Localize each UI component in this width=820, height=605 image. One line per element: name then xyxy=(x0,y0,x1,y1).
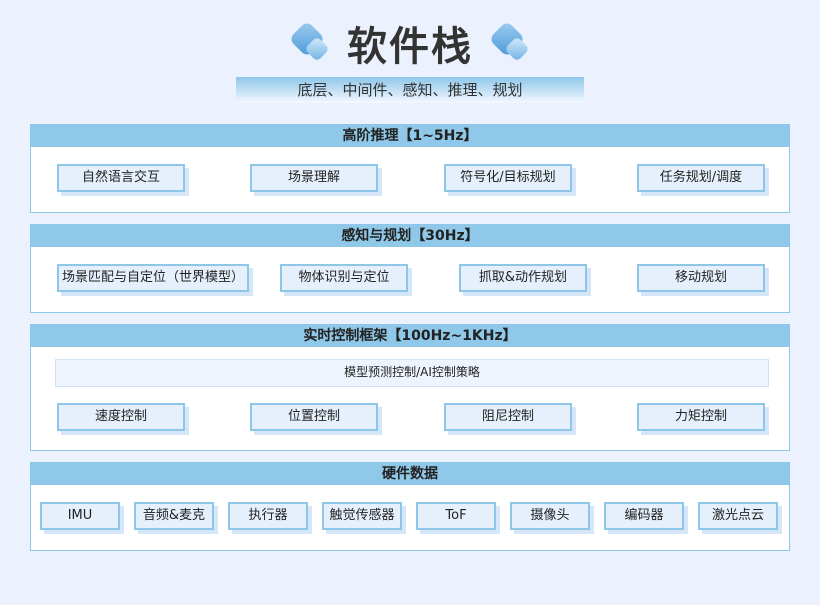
module-box: 移动规划 xyxy=(637,264,765,292)
module-box: 任务规划/调度 xyxy=(637,164,765,192)
hardware-box: 摄像头 xyxy=(510,502,590,530)
hardware-box: 音频&麦克 xyxy=(134,502,214,530)
section-header: 硬件数据 xyxy=(31,463,789,485)
module-box: 力矩控制 xyxy=(637,403,765,431)
module-box: 物体识别与定位 xyxy=(280,264,408,292)
page-title: 软件栈 xyxy=(347,24,473,70)
module-box: 符号化/目标规划 xyxy=(444,164,572,192)
module-box: 阻尼控制 xyxy=(444,403,572,431)
hardware-box: IMU xyxy=(40,502,120,530)
module-box: 场景匹配与自定位（世界模型） xyxy=(57,264,249,292)
module-box: 速度控制 xyxy=(57,403,185,431)
module-box: 抓取&动作规划 xyxy=(459,264,587,292)
hardware-box: 编码器 xyxy=(604,502,684,530)
control-strategy-banner: 模型预测控制/AI控制策略 xyxy=(55,359,769,387)
module-box: 自然语言交互 xyxy=(57,164,185,192)
section-header: 高阶推理【1~5Hz】 xyxy=(31,125,789,147)
section-realtime-control: 实时控制框架【100Hz~1KHz】 模型预测控制/AI控制策略 速度控制 位置… xyxy=(30,324,790,451)
module-box: 位置控制 xyxy=(250,403,378,431)
section-header: 感知与规划【30Hz】 xyxy=(31,225,789,247)
right-diamond-icon xyxy=(488,20,530,62)
hardware-box: 激光点云 xyxy=(698,502,778,530)
module-box: 场景理解 xyxy=(250,164,378,192)
section-high-level-reasoning: 高阶推理【1~5Hz】 自然语言交互 场景理解 符号化/目标规划 任务规划/调度 xyxy=(30,124,790,213)
subtitle: 底层、中间件、感知、推理、规划 xyxy=(236,77,584,103)
section-header: 实时控制框架【100Hz~1KHz】 xyxy=(31,325,789,347)
hardware-box: 触觉传感器 xyxy=(322,502,402,530)
section-hardware-data: 硬件数据 IMU 音频&麦克 执行器 触觉传感器 ToF 摄像头 编码器 激光点… xyxy=(30,462,790,551)
hardware-box: ToF xyxy=(416,502,496,530)
section-perception-planning: 感知与规划【30Hz】 场景匹配与自定位（世界模型） 物体识别与定位 抓取&动作… xyxy=(30,224,790,313)
hardware-box: 执行器 xyxy=(228,502,308,530)
